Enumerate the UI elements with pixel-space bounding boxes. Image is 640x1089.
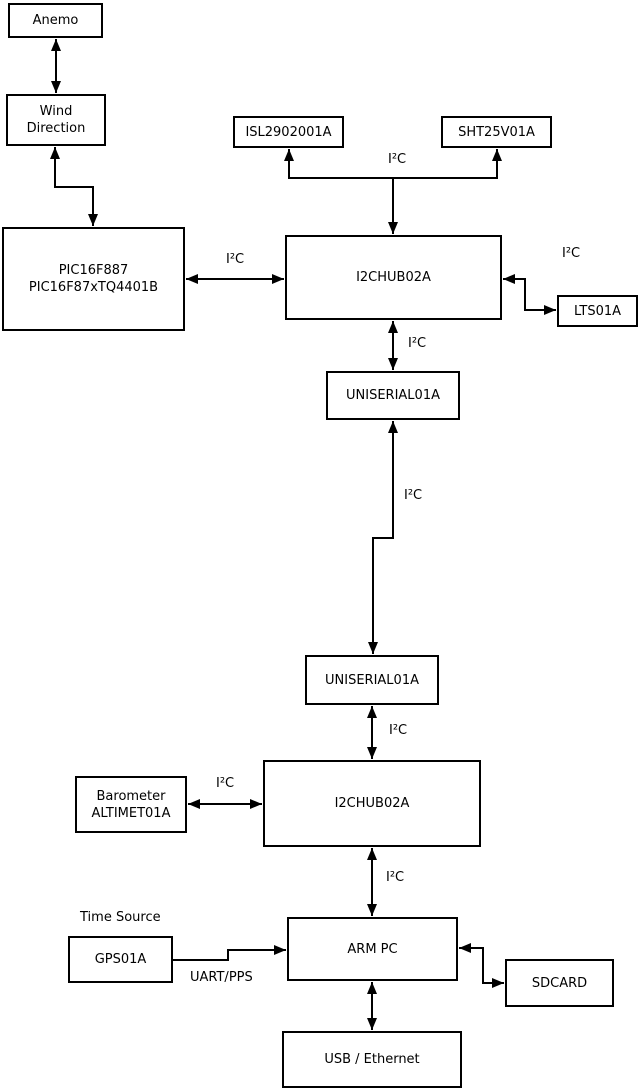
connector-armpc-sdcard [459, 943, 504, 988]
box-sht25v01a-label: SHT25V01A [458, 124, 535, 140]
box-i2chub02a-upper-label: I2CHUB02A [356, 270, 431, 285]
box-wind-direction-label-line1: Wind [39, 104, 73, 119]
box-lts01a: LTS01A [557, 295, 638, 327]
i2c-label-bus-top: I²C [388, 152, 407, 167]
box-usb-ethernet-label: USB / Ethernet [324, 1052, 420, 1067]
connector-wind-pic [50, 147, 98, 226]
box-i2chub02a-upper: I2CHUB02A [285, 235, 502, 320]
i2c-label-pic-hub1: I²C [226, 252, 245, 267]
box-isl2902001a-label: ISL2902001A [245, 124, 332, 140]
box-sht25v01a: SHT25V01A [441, 116, 552, 148]
box-arm-pc: ARM PC [287, 917, 458, 981]
box-uniserial01a-upper-label: UNISERIAL01A [346, 388, 440, 403]
box-isl2902001a: ISL2902001A [233, 116, 344, 148]
i2c-label-hub1-lts: I²C [562, 246, 581, 261]
box-pic-label-line1: PIC16F887 [58, 263, 129, 278]
connector-gps-armpc [173, 945, 286, 961]
box-i2chub02a-lower-label: I2CHUB02A [334, 796, 410, 811]
i2c-label-uniserial-link: I²C [404, 488, 423, 503]
box-arm-pc-label: ARM PC [347, 941, 398, 957]
box-barometer-label-line2: ALTIMET01A [91, 805, 171, 821]
box-sdcard-label: SDCARD [531, 975, 588, 991]
box-uniserial01a-lower-label: UNISERIAL01A [325, 672, 419, 688]
box-wind-direction-label-line2: Direction [26, 121, 86, 136]
box-usb-ethernet: USB / Ethernet [282, 1031, 462, 1088]
i2c-label-uniserial2-hub2: I²C [389, 723, 408, 738]
box-wind-direction: Wind Direction [6, 94, 106, 146]
box-pic-microcontroller: PIC16F887 PIC16F87xTQ4401B [2, 227, 185, 331]
time-source-label: Time Source [80, 910, 161, 925]
box-gps01a: GPS01A [68, 936, 173, 983]
box-gps01a-label: GPS01A [94, 952, 147, 967]
box-anemo-label: Anemo [32, 13, 79, 28]
box-uniserial01a-lower: UNISERIAL01A [305, 655, 439, 705]
i2c-label-hub1-uniserial1: I²C [408, 336, 427, 351]
connector-hub1-lts [503, 274, 556, 315]
box-i2chub02a-lower: I2CHUB02A [263, 760, 481, 847]
box-sdcard: SDCARD [505, 959, 614, 1007]
i2c-label-barometer-hub2: I²C [216, 776, 235, 791]
box-anemo: Anemo [8, 3, 103, 38]
box-barometer-label-line1: Barometer [96, 788, 166, 804]
connector-uniserial1-uniserial2 [368, 421, 398, 654]
box-lts01a-label: LTS01A [573, 303, 622, 319]
i2c-label-hub2-armpc: I²C [386, 870, 405, 885]
uart-pps-label: UART/PPS [190, 970, 253, 985]
box-uniserial01a-upper: UNISERIAL01A [326, 371, 460, 420]
box-pic-label-line2: PIC16F87xTQ4401B [28, 280, 159, 295]
box-barometer-altimet01a: Barometer ALTIMET01A [75, 776, 187, 833]
